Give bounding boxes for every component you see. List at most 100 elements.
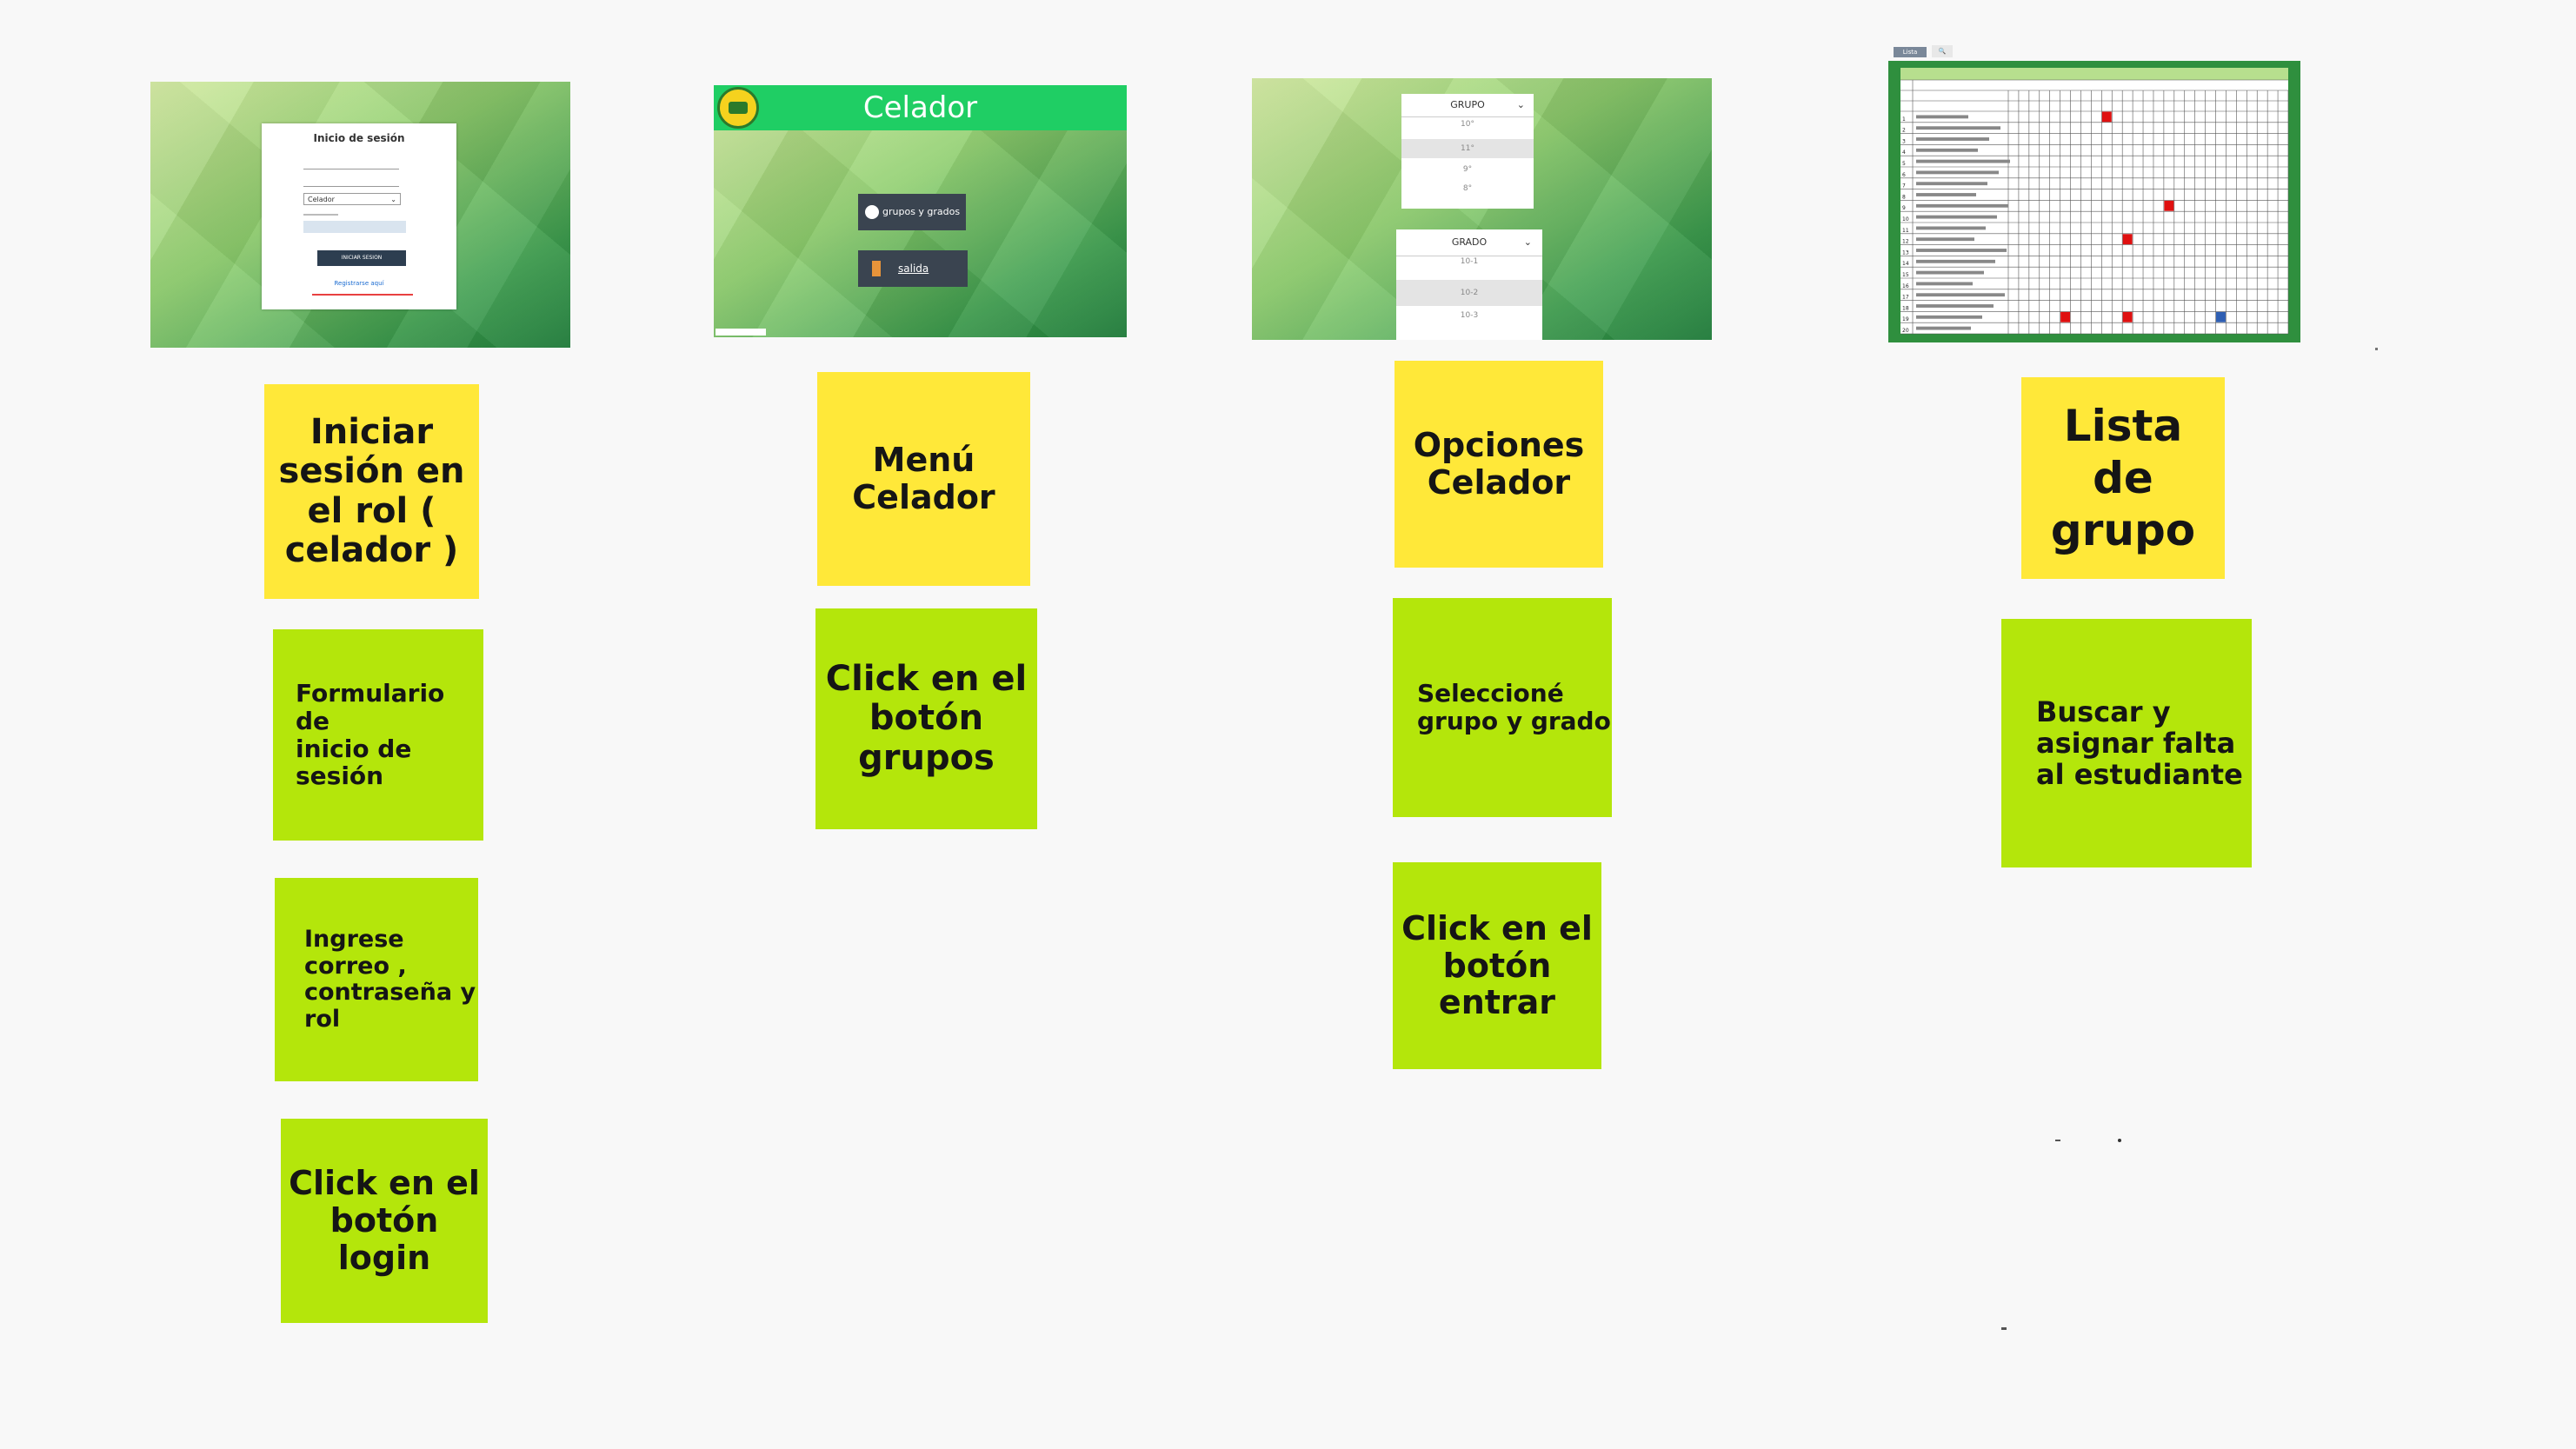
chevron-down-icon: ⌄ [390,196,396,203]
grupo-select-label: GRUPO [1450,99,1485,110]
sheet-student-name [1916,215,1997,219]
sheet-row-number: 15 [1902,272,1909,278]
note-line: al estudiante [2036,758,2243,792]
sheet-row-number: 12 [1902,239,1909,245]
grupo-select: GRUPO ⌄ [1401,94,1534,117]
sheet-student-name [1916,293,2005,297]
status-badge [716,329,766,336]
login-card: Inicio de sesión Celador ⌄ INICIAR SESIO… [262,123,456,309]
sheet-row-number: 5 [1902,161,1906,167]
note-line: grupos [858,737,995,778]
sheet-row-number: 1 [1902,116,1906,123]
canvas-speck [2375,348,2378,350]
login-button: INICIAR SESION [317,250,406,266]
sheet-student-name [1916,226,1986,230]
email-field [303,160,399,169]
note-text: Menú Celador [852,442,995,516]
sheet-student-name [1916,304,1994,308]
sheet-row-number: 10 [1902,216,1909,223]
note-opciones-celador: Opciones Celador [1395,361,1603,568]
sheet-row-number: 2 [1902,128,1906,134]
menu-header: Celador [714,85,1127,130]
sheet-student-name [1916,203,2008,208]
search-icon: 🔍 [1932,45,1953,57]
sheet-row-number: 17 [1902,295,1909,301]
note-line: Formulario de [296,679,445,735]
register-link: Registrarse aquí [334,280,384,287]
note-line: Click en el [1401,908,1593,947]
note-line: Click en el [289,1164,480,1203]
note-menu-celador: Menú Celador [817,372,1030,586]
note-line: de [2093,453,2153,503]
sheet-row-number: 13 [1902,249,1909,256]
grado-select-label: GRADO [1451,236,1488,248]
note-text: Opciones Celador [1414,427,1585,502]
note-line: Celador [1427,463,1571,502]
note-line: grupo [2050,505,2196,555]
note-text: Click en el botón grupos [826,660,1027,778]
extra-field [303,221,406,233]
login-error-line [312,294,413,296]
sheet-row-number: 3 [1902,138,1906,144]
sheet-student-name [1916,170,1999,175]
note-ingrese-datos: Ingrese correo , contraseña y rol [275,878,478,1081]
sheet-student-name [1916,193,1976,196]
note-line: Iniciar [310,412,434,453]
note-line: grupo y grado [1417,707,1611,735]
note-line: botón [329,1201,439,1240]
menu-screenshot: Celador grupos y grados salida [714,85,1127,337]
note-line: botón [1442,946,1552,985]
role-select: Celador ⌄ [303,193,401,205]
note-line: login [337,1238,431,1277]
note-line: Ingrese [304,926,404,953]
note-line: rol [304,1005,341,1033]
sheet-row-number: 8 [1902,194,1906,200]
note-line: Seleccioné [1417,679,1564,708]
sheet-row-number: 4 [1902,150,1906,156]
canvas-speck [2055,1140,2060,1141]
salir-button-label: salida [898,263,929,275]
note-line: Menú [872,441,975,480]
note-line: Buscar y [2036,695,2171,728]
note-seleccione-grupo: Seleccioné grupo y grado [1393,598,1612,817]
note-line: el rol ( [307,490,436,531]
absence-mark [2164,200,2174,211]
note-click-login: Click en el botón login [281,1119,488,1323]
note-line: asignar falta [2036,726,2236,760]
sheet-student-name [1916,159,2010,163]
note-click-entrar: Click en el botón entrar [1393,862,1601,1069]
grupo-dropdown: GRUPO ⌄ 10° 11° 9° 8° [1401,94,1534,209]
note-line: celador ) [284,529,459,570]
absence-mark [2122,234,2133,245]
note-text: Formulario de inicio de sesión [296,680,483,790]
login-screenshot: Inicio de sesión Celador ⌄ INICIAR SESIO… [150,82,570,348]
note-text: Ingrese correo , contraseña y rol [304,926,476,1033]
sheet-student-name [1916,259,1995,263]
sheet-row-number: 20 [1902,328,1909,334]
note-lista-grupo: Lista de grupo [2021,377,2225,579]
list-tab: Lista [1894,47,1927,57]
absence-mark [2122,311,2133,322]
grupos-button-label: grupos y grados [882,206,961,217]
logo-icon [717,87,759,129]
grupo-option-selected: 11° [1401,139,1534,158]
sheet-student-name [1916,249,2007,252]
grado-dropdown: GRADO ⌄ 10-1 10-2 10-3 [1396,229,1542,340]
user-icon [865,205,879,219]
grupo-option: 10° [1461,120,1474,129]
sheet-student-name [1916,282,1973,286]
sheet-row-number: 7 [1902,183,1906,189]
sheet-student-name [1916,270,1984,275]
sheet-row-number: 14 [1902,261,1909,267]
note-click-grupos: Click en el botón grupos [815,608,1037,829]
sheet-student-name [1916,315,1982,319]
sheet-student-name [1916,326,1971,330]
sheet-row-number: 18 [1902,305,1909,311]
grupos-button: grupos y grados [858,194,966,230]
grado-option: 10-3 [1460,311,1479,320]
menu-title: Celador [862,90,978,125]
note-text: Buscar y asignar falta al estudiante [2036,695,2243,792]
sheet-student-name [1916,148,1978,152]
note-buscar-asignar: Buscar y asignar falta al estudiante [2001,619,2252,867]
sheet-student-name [1916,137,1989,141]
